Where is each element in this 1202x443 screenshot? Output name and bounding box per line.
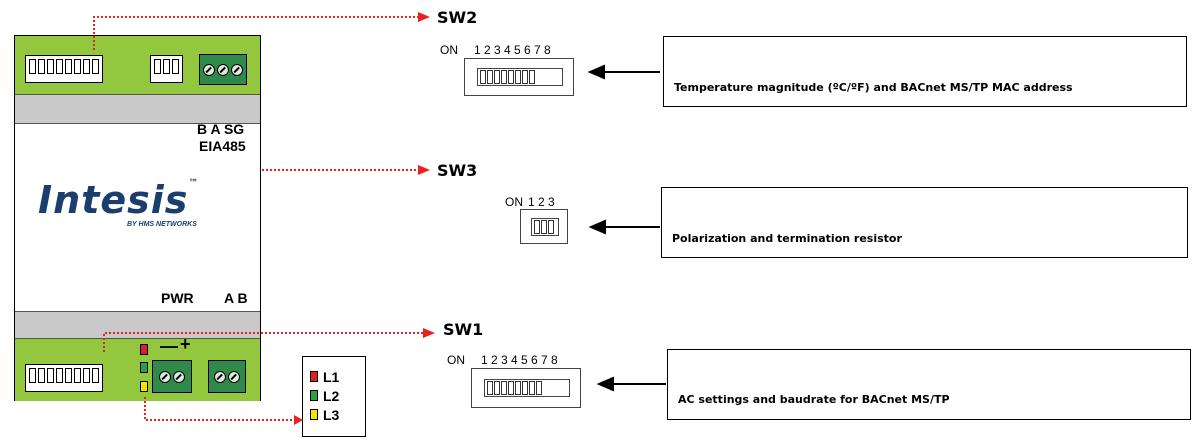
sw1-arrowhead [423, 328, 435, 338]
rs485-pin-labels: B A SG [197, 121, 245, 137]
sw3-dip-connector [150, 55, 183, 83]
sw3-arrowhead [418, 165, 430, 175]
legend-l3-swatch [310, 409, 318, 420]
ab-label: A B [224, 290, 248, 306]
sw1-dip-switch [471, 368, 581, 408]
intesis-logo: Intesis™ [38, 178, 200, 222]
top-grey-band [15, 94, 260, 124]
legend-l1-swatch [310, 371, 318, 382]
legend-l2-swatch [310, 390, 318, 401]
power-terminal-block [152, 360, 192, 393]
sw3-numbers: 1 2 3 [528, 195, 555, 209]
rs485-name-label: EIA485 [199, 138, 246, 154]
screw-icon [159, 370, 171, 383]
screw-icon [228, 370, 240, 383]
plus-sign: + [180, 334, 191, 354]
sw1-description-box: AC settings and baudrate for BACnet MS/T… [667, 349, 1191, 420]
sw1-dip-connector [25, 364, 103, 392]
screw-icon [231, 63, 243, 76]
led-l3 [140, 381, 148, 392]
sw2-arrowhead [418, 12, 430, 22]
sw2-description: Temperature magnitude (ºC/ºF) and BACnet… [674, 81, 1073, 94]
logo-subtitle: BY HMS NETWORKS [127, 221, 197, 228]
legend-l1-label: L1 [323, 369, 340, 385]
minus-sign: — [160, 336, 178, 356]
sw1-pointer-arrow [596, 376, 614, 392]
sw2-numbers: 1 2 3 4 5 6 7 8 [474, 43, 551, 57]
legend-l3-label: L3 [323, 407, 340, 423]
sw1-leader [103, 332, 425, 352]
sw3-on-label: ON [505, 195, 523, 209]
bottom-grey-band [15, 311, 260, 339]
sw2-on-label: ON [440, 43, 458, 57]
led-l1 [140, 344, 148, 355]
led-arrowhead [294, 415, 303, 425]
legend-l2-label: L2 [323, 388, 340, 404]
sw1-numbers: 1 2 3 4 5 6 7 8 [481, 353, 558, 367]
sw3-title: SW3 [437, 161, 478, 180]
sw3-dip-switch [520, 209, 568, 244]
eia485-terminal-block [199, 54, 247, 85]
sw3-description: Polarization and termination resistor [672, 232, 902, 245]
sw3-description-box: Polarization and termination resistor [661, 187, 1188, 258]
sw1-on-label: ON [447, 353, 465, 367]
led-l2 [140, 362, 148, 373]
screw-icon [217, 63, 229, 76]
screw-icon [173, 370, 185, 383]
led-leader [144, 397, 296, 421]
pwr-label: PWR [161, 290, 194, 306]
sw2-dip-switch [464, 58, 574, 96]
sw2-dip-connector [25, 55, 103, 83]
sw2-leader [93, 16, 420, 50]
sw1-description: AC settings and baudrate for BACnet MS/T… [678, 393, 950, 406]
sw1-title: SW1 [443, 320, 484, 339]
sw3-pointer-arrow [588, 219, 606, 235]
screw-icon [203, 63, 215, 76]
screw-icon [214, 370, 226, 383]
sw2-pointer-arrow [587, 64, 605, 80]
sw2-description-box: Temperature magnitude (ºC/ºF) and BACnet… [663, 36, 1187, 107]
ab-terminal-block [208, 360, 246, 393]
sw2-title: SW2 [437, 8, 478, 27]
